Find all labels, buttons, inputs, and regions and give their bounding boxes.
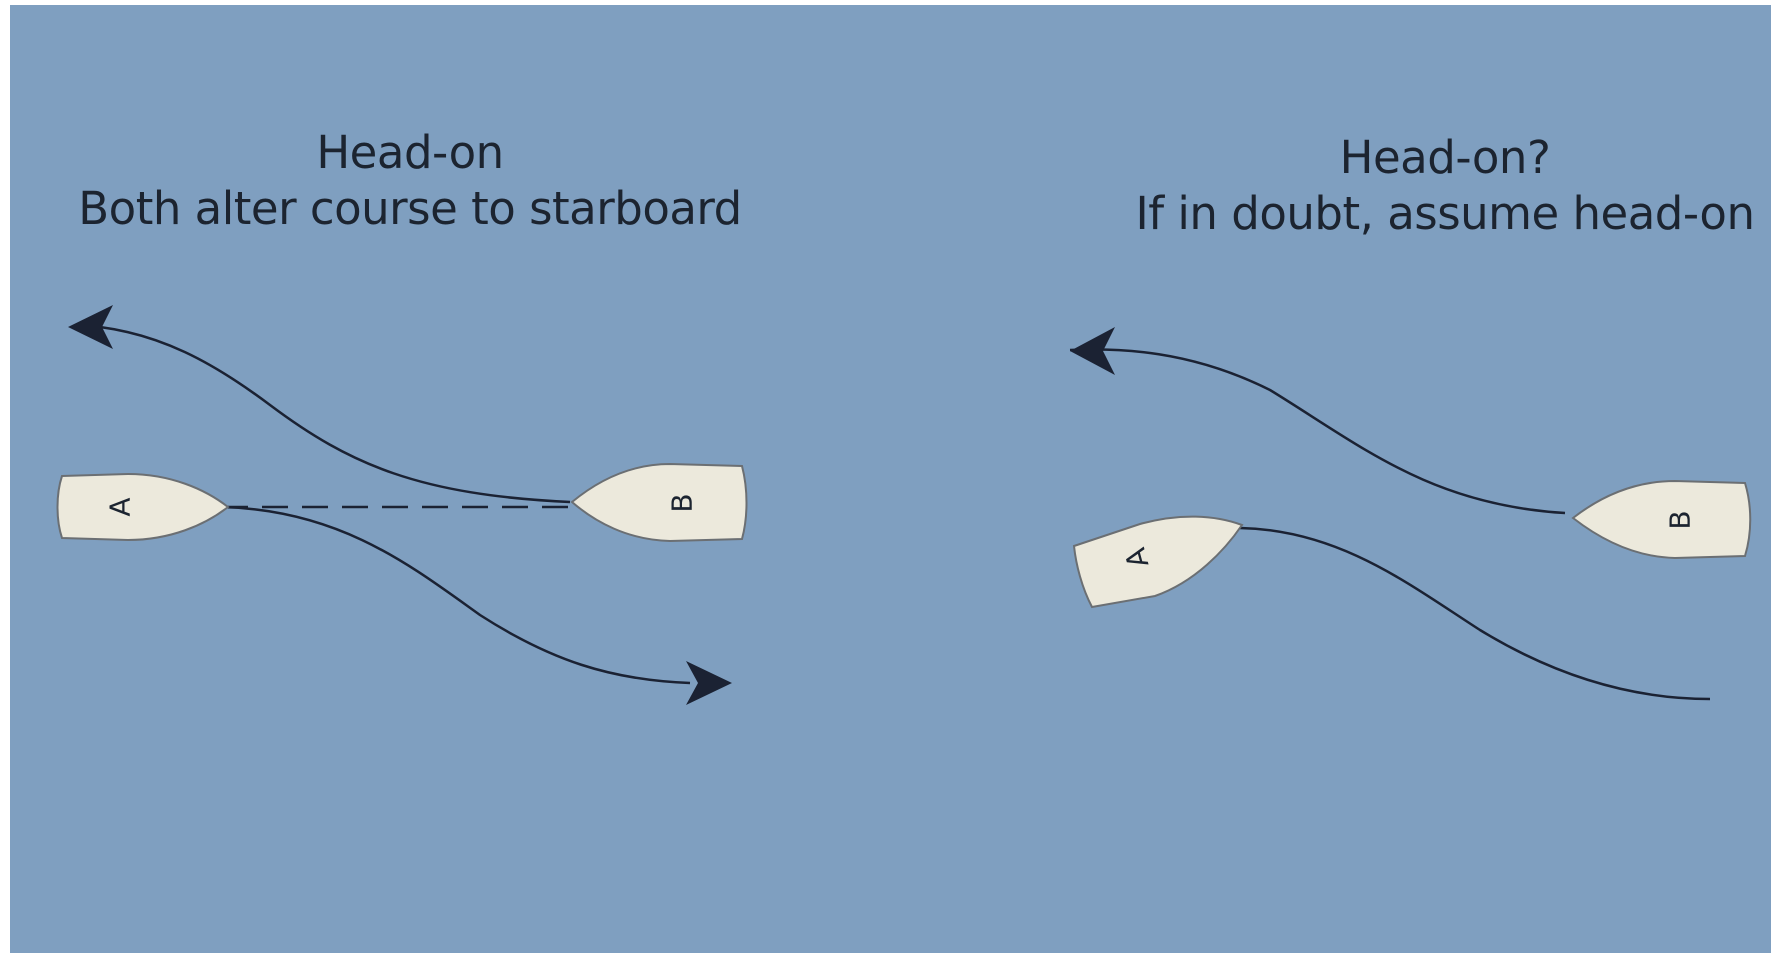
panel-head-on: A B: [56, 305, 748, 705]
caption-title: Head-on: [316, 126, 504, 179]
boat-b-right: B: [1571, 479, 1752, 560]
boat-a-left: A: [56, 472, 230, 542]
caption-subtitle: Both alter course to starboard: [78, 182, 742, 235]
caption-head-on: Head-on Both alter course to starboard: [60, 125, 760, 237]
boat-a-track-right: [1239, 526, 1711, 701]
boat-a-track: [221, 505, 691, 685]
boat-b-right-hull: [1571, 479, 1752, 560]
diagram-background: A B A B: [10, 5, 1771, 953]
boat-b-left: B: [570, 462, 748, 543]
panel-head-on-doubt: A B: [1069, 327, 1752, 701]
caption-title: Head-on?: [1339, 131, 1551, 184]
boat-a-right: A: [1072, 515, 1244, 609]
boat-b-hull: [570, 462, 748, 543]
boat-a-track-arrowhead: [686, 661, 732, 705]
sailing-rules-diagram: A B A B: [56, 305, 1752, 705]
boat-a-label: A: [104, 497, 137, 516]
boat-b-track-arrowhead: [68, 305, 113, 349]
caption-subtitle: If in doubt, assume head-on: [1135, 187, 1755, 240]
boat-a-hull: [56, 472, 230, 542]
caption-head-on-doubt: Head-on? If in doubt, assume head-on: [1130, 130, 1760, 242]
boat-b-right-label: B: [1664, 510, 1697, 529]
boat-b-track-right: [1069, 348, 1566, 515]
boat-b-label: B: [666, 493, 699, 512]
boat-b-track: [99, 325, 571, 504]
boat-b-track-right-arrowhead: [1070, 327, 1115, 375]
boat-a-right-hull: [1072, 515, 1244, 609]
